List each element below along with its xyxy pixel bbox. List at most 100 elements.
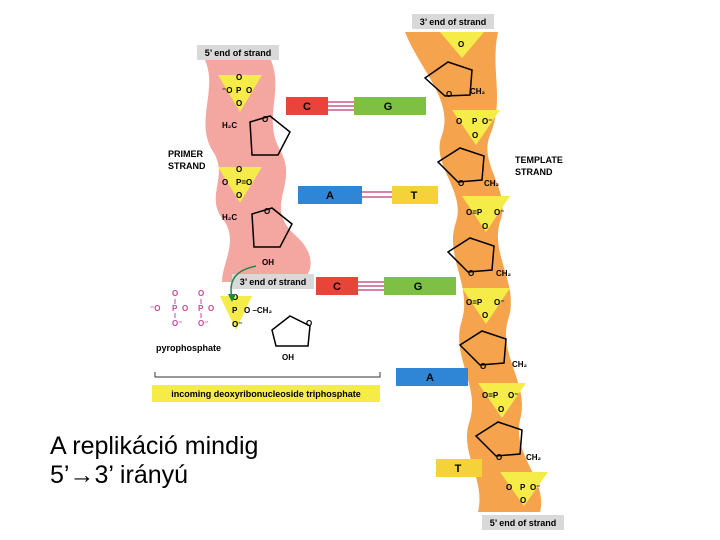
svg-text:G: G — [384, 101, 393, 113]
caption: A replikáció mindig 5’→3’ irányú — [50, 432, 258, 490]
svg-text:O=P: O=P — [466, 208, 483, 217]
primer-sugar-1: H₂C O — [222, 115, 291, 156]
base-pair-2: A T — [298, 186, 438, 204]
svg-text:P=O: P=O — [236, 178, 252, 187]
primer-phosphate-1: O ⁻O P O O — [218, 73, 262, 112]
pyrophosphate-label: pyrophosphate — [156, 343, 221, 353]
svg-text:O: O — [246, 86, 252, 95]
svg-text:CH₂: CH₂ — [512, 360, 528, 369]
svg-text:CH₂: CH₂ — [526, 453, 542, 462]
caption-line-1: A replikáció mindig — [50, 432, 259, 460]
incoming-sugar: O OH — [271, 315, 312, 362]
caption-line-2: 5’→3’ irányú — [50, 461, 189, 489]
template-3-end-label: 3’ end of strand — [412, 14, 494, 29]
svg-text:O: O — [458, 40, 464, 49]
svg-text:O: O — [236, 191, 242, 200]
base-pair-3: C G — [316, 277, 456, 295]
template-sugar-3: O CH₂ — [446, 237, 512, 278]
svg-text:O: O — [262, 115, 268, 124]
svg-text:P: P — [232, 306, 238, 315]
svg-text:CH₂: CH₂ — [496, 269, 512, 278]
template-strand-label-line1: TEMPLATE — [515, 155, 563, 165]
template-phosphate-5: O=P O⁻ O — [478, 383, 526, 418]
svg-text:3’ end of strand: 3’ end of strand — [420, 17, 487, 27]
svg-text:O⁻: O⁻ — [508, 391, 518, 400]
svg-text:⁻O: ⁻O — [150, 304, 160, 313]
template-base-A: A — [396, 368, 468, 386]
base-A-primer — [298, 186, 362, 204]
svg-text:O: O — [506, 483, 512, 492]
template-sugar-1: O CH₂ — [423, 61, 486, 99]
svg-text:T: T — [411, 190, 418, 202]
template-5-end-label: 5’ end of strand — [482, 515, 564, 530]
template-phosphate-4: O=P O⁻ O — [462, 288, 510, 324]
base-G-template-2 — [384, 277, 456, 295]
svg-text:O: O — [222, 178, 228, 187]
svg-text:O: O — [498, 405, 504, 414]
primer-5-end-label: 5’ end of strand — [197, 45, 279, 60]
template-phosphate-2: O P O⁻ O — [452, 110, 500, 145]
svg-text:3’ end of strand: 3’ end of strand — [240, 277, 307, 287]
primer-sugar-2: H₂C O OH — [222, 207, 293, 267]
svg-text:H₂C: H₂C — [222, 213, 237, 222]
svg-text:O: O — [236, 73, 242, 82]
svg-text:O: O — [236, 99, 242, 108]
svg-text:O: O — [480, 362, 486, 371]
svg-text:O: O — [496, 453, 502, 462]
svg-text:O⁻: O⁻ — [530, 483, 540, 492]
svg-text:P: P — [472, 117, 478, 126]
svg-text:A: A — [326, 190, 334, 202]
svg-text:O: O — [208, 304, 214, 313]
incoming-bracket — [154, 372, 381, 378]
svg-text:O: O — [198, 289, 204, 298]
svg-text:⁻O: ⁻O — [222, 86, 232, 95]
incoming-alpha-phosphate: O P O⁻ O –CH₂ — [220, 293, 272, 330]
template-sugar-4: O CH₂ — [458, 330, 528, 371]
svg-text:C: C — [303, 101, 311, 113]
svg-text:OH: OH — [262, 258, 274, 267]
svg-text:O⁻: O⁻ — [172, 319, 182, 328]
svg-text:P: P — [236, 86, 242, 95]
svg-text:O: O — [456, 117, 462, 126]
svg-text:O⁻: O⁻ — [482, 117, 492, 126]
svg-text:O⁻: O⁻ — [232, 320, 242, 329]
svg-text:O=P: O=P — [482, 391, 499, 400]
template-sugar-5: O CH₂ — [474, 421, 542, 462]
base-C-primer — [286, 97, 328, 115]
svg-text:O: O — [458, 179, 464, 188]
primer-3-end-label: 3’ end of strand — [232, 274, 314, 289]
svg-text:CH₂: CH₂ — [484, 179, 500, 188]
template-base-T: T — [436, 459, 482, 477]
svg-text:O: O — [236, 165, 242, 174]
template-strand-label-line2: STRAND — [515, 167, 553, 177]
svg-text:O: O — [482, 222, 488, 231]
svg-text:O: O — [468, 269, 474, 278]
svg-text:O: O — [446, 90, 452, 99]
base-C-incoming — [316, 277, 358, 295]
template-phosphate-1: O — [440, 32, 484, 58]
svg-text:P: P — [198, 304, 204, 313]
svg-text:5’ end of strand: 5’ end of strand — [205, 48, 272, 58]
svg-text:O: O — [482, 311, 488, 320]
svg-text:O: O — [182, 304, 188, 313]
svg-text:O⁻: O⁻ — [494, 208, 504, 217]
svg-text:5’ end of strand: 5’ end of strand — [490, 518, 557, 528]
primer-strand-label-line2: STRAND — [168, 161, 206, 171]
base-G-template — [354, 97, 426, 115]
svg-text:P: P — [172, 304, 178, 313]
svg-text:T: T — [455, 463, 462, 475]
svg-text:O: O — [472, 131, 478, 140]
primer-strand-label-line1: PRIMER — [168, 149, 204, 159]
pyrophosphate-group: O O ⁻O P O P O O⁻ O⁻ — [150, 289, 214, 328]
template-sugar-2: O CH₂ — [436, 147, 500, 188]
svg-text:H₂C: H₂C — [222, 121, 237, 130]
svg-text:O: O — [264, 207, 270, 216]
incoming-label: incoming deoxyribonucleoside triphosphat… — [152, 385, 380, 402]
svg-text:O: O — [306, 319, 312, 328]
svg-text:O: O — [172, 289, 178, 298]
template-phosphate-6: O P O⁻ O — [500, 472, 548, 506]
svg-text:O⁻: O⁻ — [198, 319, 208, 328]
svg-text:G: G — [414, 281, 423, 293]
arrow-head — [228, 294, 236, 302]
